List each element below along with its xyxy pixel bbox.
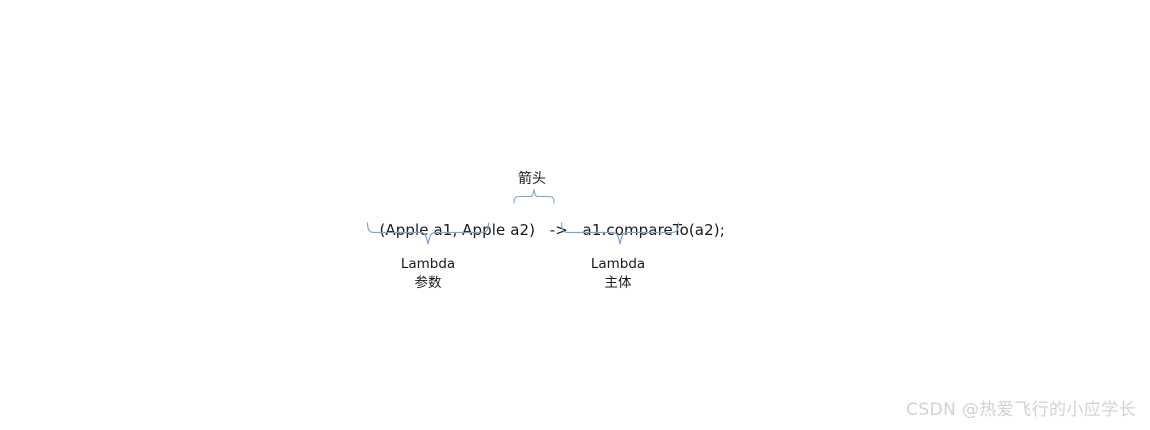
annotation-arrow-label: 箭头 [518, 171, 546, 187]
annotation-body-label: Lambda 主体 [558, 255, 678, 293]
code-gap-2 [568, 220, 583, 240]
lambda-arrow-token: -> [549, 221, 568, 239]
csdn-watermark: CSDN @热爱飞行的小应学长 [906, 400, 1136, 420]
lambda-expression-line: (Apple a1, Apple a2) -> a1.compareTo(a2)… [360, 200, 725, 260]
lambda-parameters-text: (Apple a1, Apple a2) [379, 221, 536, 239]
annotation-parameters-label-line1: Lambda [400, 256, 456, 272]
code-gap-1 [535, 220, 550, 240]
annotation-body-label-line2: 主体 [604, 275, 632, 291]
annotation-parameters-label-line2: 参数 [414, 275, 442, 291]
annotation-body-label-line1: Lambda [590, 256, 646, 272]
lambda-body-text: a1.compareTo(a2); [582, 221, 725, 239]
annotation-parameters-label: Lambda 参数 [368, 255, 488, 293]
